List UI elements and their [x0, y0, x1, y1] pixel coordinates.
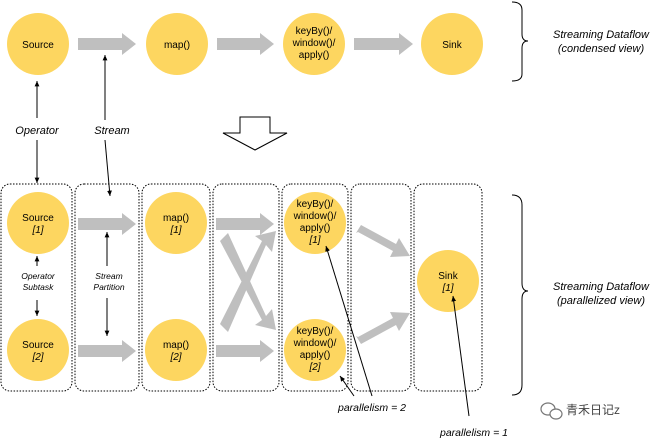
bracket-parallel — [511, 194, 529, 396]
column-stream-2 — [212, 183, 280, 392]
partition-arrow-keyby2-sink — [356, 312, 410, 344]
node-source-2-index: [2] — [31, 352, 43, 363]
node-source-1 — [7, 192, 69, 254]
parallelism-2-pointer-bottom — [339, 375, 355, 397]
stream-label: Stream — [94, 125, 129, 137]
column-keyby — [281, 183, 349, 392]
node-source-2 — [7, 319, 69, 381]
parallel-view-title: Streaming Dataflow — [553, 281, 650, 293]
node-map — [146, 13, 208, 75]
node-sink-1-index: [1] — [441, 283, 453, 294]
transform-down-arrow — [222, 116, 288, 151]
watermark-text: 青禾日记z — [566, 403, 620, 417]
node-source — [7, 13, 69, 75]
node-map-1 — [145, 192, 207, 254]
node-sink-label: Sink — [442, 40, 462, 51]
column-sink — [413, 183, 483, 392]
operator-subtask-label-1: Operator — [21, 271, 56, 281]
column-stream-1 — [74, 183, 140, 392]
partition-arrow-source2-map2 — [78, 340, 136, 362]
wechat-icon — [540, 402, 563, 420]
node-keyby-2-label-3: apply() — [300, 350, 331, 361]
node-keyby-2 — [284, 319, 346, 381]
node-keyby-2-label-2: window()/ — [293, 338, 337, 349]
partition-arrow-map2-keyby1 — [220, 231, 276, 332]
node-keyby-1-label-1: keyBy()/ — [297, 199, 334, 210]
node-sink-1 — [417, 250, 479, 312]
partition-arrow-source1-map1 — [78, 213, 136, 235]
parallelism-1-label: parallelism = 1 — [439, 427, 508, 439]
node-map-label: map() — [164, 40, 190, 51]
stream-arrow-keyby-sink — [354, 33, 413, 55]
condensed-view-title: Streaming Dataflow — [553, 29, 650, 41]
condensed-view: Source map() keyBy()/ window()/ apply() … — [7, 1, 650, 82]
node-keyby-2-label-1: keyBy()/ — [297, 326, 334, 337]
node-sink-1-label: Sink — [438, 271, 458, 282]
parallelism-2-label: parallelism = 2 — [337, 402, 406, 414]
partition-arrow-map1-keyby1 — [216, 213, 274, 235]
column-map — [141, 183, 211, 392]
stream-arrow-source-map — [78, 33, 136, 55]
node-source-label: Source — [22, 40, 54, 51]
node-source-1-index: [1] — [31, 225, 43, 236]
node-map-2-label: map() — [163, 340, 189, 351]
node-map-2 — [145, 319, 207, 381]
node-source-1-label: Source — [22, 213, 54, 224]
annotations: Operator Stream — [15, 55, 288, 197]
parallelism-2-pointer-top — [325, 245, 373, 397]
node-keyby-1 — [284, 192, 346, 254]
node-keyby-label-3: apply() — [299, 50, 330, 61]
partition-arrow-map2-keyby2 — [216, 340, 274, 362]
node-keyby-label-2: window()/ — [292, 38, 336, 49]
node-map-2-index: [2] — [169, 352, 181, 363]
node-map-1-label: map() — [163, 213, 189, 224]
column-stream-3 — [350, 183, 412, 392]
bracket-condensed — [511, 1, 529, 82]
partition-arrow-keyby1-sink — [356, 225, 410, 257]
parallelism-1-pointer — [451, 295, 470, 417]
node-map-1-index: [1] — [169, 225, 181, 236]
parallel-view: Source [1] Source [2] map() [1] map() [2… — [0, 183, 650, 439]
condensed-view-subtitle: (condensed view) — [558, 43, 645, 55]
node-keyby — [283, 13, 345, 75]
operator-subtask-label-2: Subtask — [23, 282, 54, 292]
node-keyby-1-index: [1] — [308, 235, 320, 246]
operator-label: Operator — [15, 125, 60, 137]
node-keyby-2-index: [2] — [308, 362, 320, 373]
stream-arrow-map-keyby — [217, 33, 274, 55]
stream-partition-label-2: Partition — [93, 282, 124, 292]
node-keyby-label-1: keyBy()/ — [296, 26, 333, 37]
node-keyby-1-label-3: apply() — [300, 223, 331, 234]
node-source-2-label: Source — [22, 340, 54, 351]
stream-partition-label-1: Stream — [95, 271, 122, 281]
node-sink — [421, 13, 483, 75]
node-keyby-1-label-2: window()/ — [293, 211, 337, 222]
stream-arrow-down — [104, 139, 112, 197]
watermark: 青禾日记z — [540, 402, 620, 420]
parallel-view-subtitle: (parallelized view) — [557, 295, 645, 307]
